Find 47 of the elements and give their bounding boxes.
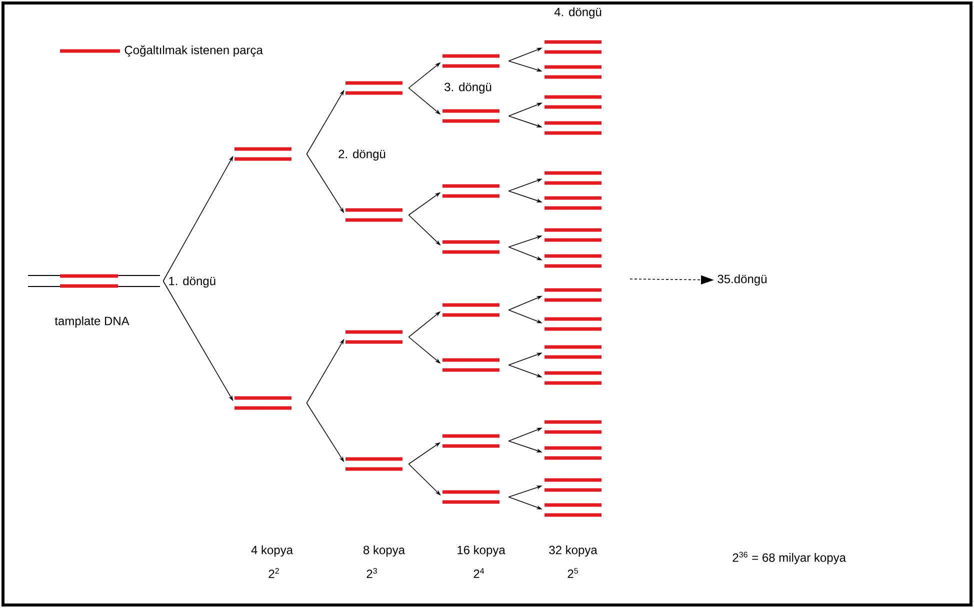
dna-double-strand xyxy=(544,254,602,268)
copy-count-label: 8 kopya xyxy=(364,545,405,557)
dna-double-strand xyxy=(442,184,500,198)
dna-double-strand xyxy=(346,208,402,222)
dna-double-strand xyxy=(442,109,500,123)
power-label: 2$^{2}$ xyxy=(268,568,279,578)
dna-double-strand xyxy=(442,54,500,68)
power-label: 2$^{3}$ xyxy=(366,568,377,578)
dna-double-strand xyxy=(544,446,602,460)
dna-double-strand xyxy=(544,317,602,331)
cycle-label: 3. döngü xyxy=(444,82,492,94)
dna-double-strand xyxy=(544,40,602,54)
node-text: 35.döngü xyxy=(718,274,766,286)
cycle-label: 1. döngü xyxy=(169,276,216,288)
dna-double-strand xyxy=(544,171,602,185)
caption-text: tamplate DNA xyxy=(54,316,130,328)
copy-count-label: 16 kopya xyxy=(458,545,506,557)
dna-double-strand xyxy=(544,228,602,242)
template-dna-strand xyxy=(28,274,160,288)
dna-double-strand xyxy=(544,196,602,210)
dna-double-strand xyxy=(544,371,602,385)
power-label: 2$^{4}$ xyxy=(474,568,484,578)
dna-double-strand xyxy=(544,503,602,517)
dna-double-strand xyxy=(442,434,500,448)
total-copy-formula: 2$^{36}$ = 68 milyar kopya xyxy=(732,552,846,564)
dna-double-strand xyxy=(544,288,602,302)
dna-double-strand xyxy=(544,121,602,135)
dna-double-strand xyxy=(544,65,602,79)
legend-text: Çoğaltılmak istenen parça xyxy=(124,45,263,57)
cycle-label: 2. döngü xyxy=(338,149,386,161)
dna-double-strand xyxy=(442,358,500,372)
copy-count-label: 32 kopya xyxy=(549,545,598,557)
power-label: 2$^{5}$ xyxy=(568,568,578,578)
dna-double-strand xyxy=(234,147,292,161)
dna-double-strand xyxy=(346,457,402,471)
dna-double-strand xyxy=(442,303,500,317)
dna-double-strand xyxy=(544,345,602,359)
dna-double-strand xyxy=(346,330,402,344)
dna-double-strand xyxy=(544,95,602,109)
dna-double-strand xyxy=(346,81,402,95)
cycle-label: 4. döngü xyxy=(554,7,602,19)
dna-double-strand xyxy=(234,396,292,410)
dna-double-strand xyxy=(544,478,602,492)
dna-double-strand xyxy=(442,490,500,504)
copy-count-label: 4 kopya xyxy=(251,545,293,557)
dna-double-strand xyxy=(544,420,602,434)
dna-double-strand xyxy=(442,240,500,254)
